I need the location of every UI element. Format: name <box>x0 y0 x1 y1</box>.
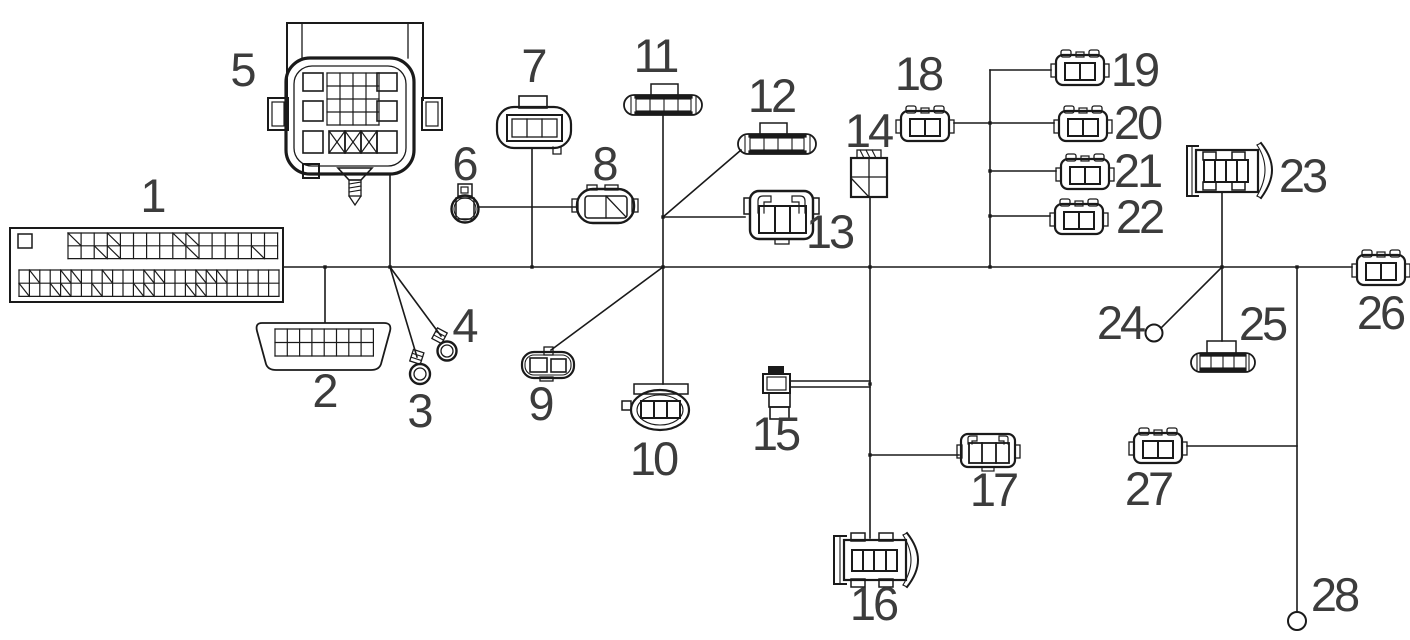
harness-wires <box>282 69 1353 613</box>
part-14-square-4-pin-connector <box>849 149 889 199</box>
part-12-flat-4-pin-connector <box>737 122 817 155</box>
part-label-5: 5 <box>230 43 255 96</box>
wire-to-3 <box>389 266 418 358</box>
part-2-16-pin-connector <box>255 322 392 371</box>
part-10-oval-3-pin-socket <box>621 383 691 432</box>
part-7-oval-3-pin-connector <box>495 95 573 155</box>
part-17-3-pin-connector <box>956 432 1021 472</box>
part-label-16: 16 <box>850 577 898 630</box>
part-label-13: 13 <box>806 205 854 258</box>
fuse-grid-top <box>67 232 279 260</box>
part-label-11: 11 <box>634 29 678 82</box>
part-9-2-pin-socket <box>520 346 576 382</box>
part-27-2-pin-connector <box>1127 426 1189 465</box>
part-label-10: 10 <box>630 432 678 485</box>
part-label-17: 17 <box>970 463 1017 516</box>
part-label-22: 22 <box>1116 190 1163 243</box>
part-18-2-pin-connector <box>894 104 956 143</box>
part-label-21: 21 <box>1114 144 1161 197</box>
part-label-9: 9 <box>528 377 552 430</box>
part-8-oval-2-pin-connector <box>571 184 639 225</box>
part-22-2-pin-connector <box>1048 197 1110 236</box>
part-label-24: 24 <box>1097 296 1145 349</box>
ecu-blanked-pins <box>328 130 378 154</box>
part-label-15: 15 <box>752 407 800 460</box>
part-label-2: 2 <box>312 364 336 417</box>
part-label-19: 19 <box>1111 43 1158 96</box>
part-3-ring-terminal <box>408 348 432 386</box>
part-19-2-pin-connector <box>1049 48 1111 87</box>
part-label-3: 3 <box>407 384 432 437</box>
part-13-3-pin-connector <box>743 189 820 245</box>
part-4-ring-terminal <box>431 327 458 362</box>
fuse-grid-bottom <box>18 269 280 298</box>
part-label-27: 27 <box>1125 462 1172 515</box>
part-label-12: 12 <box>748 69 795 122</box>
connector-2-grid <box>274 328 374 357</box>
part-6-round-connector <box>450 183 480 224</box>
wire-junction-dots <box>323 121 1299 457</box>
part-label-4: 4 <box>452 299 477 352</box>
part-25-flat-4-pin-connector <box>1190 340 1256 373</box>
part-11-flat-4-pin-connector <box>623 83 703 116</box>
part-23-4-pin-lever-connector <box>1186 141 1274 200</box>
part-28-wire-end-eyelet <box>1287 611 1307 631</box>
part-5-ecu-connector <box>267 22 443 207</box>
ecu-mounting-screw <box>336 167 374 207</box>
part-label-8: 8 <box>592 137 617 190</box>
part-label-14: 14 <box>845 104 893 157</box>
part-label-23: 23 <box>1279 149 1327 202</box>
wire-to-24 <box>1159 265 1224 330</box>
part-24-wire-end-eyelet <box>1144 323 1164 343</box>
wire-to-4 <box>388 265 443 338</box>
part-label-26: 26 <box>1357 286 1405 339</box>
part-20-2-pin-connector <box>1052 104 1114 143</box>
part-21-2-pin-connector <box>1054 152 1116 191</box>
part-1-fuse-relay-junction-block <box>9 227 284 303</box>
part-label-20: 20 <box>1114 96 1162 149</box>
part-label-1: 1 <box>140 169 164 222</box>
part-label-28: 28 <box>1311 568 1359 621</box>
part-label-25: 25 <box>1239 297 1287 350</box>
part-15-inline-component <box>762 366 791 420</box>
part-label-6: 6 <box>452 137 477 190</box>
part-16-4-pin-lever-connector <box>833 531 920 589</box>
ecu-pin-grid <box>326 72 380 126</box>
part-label-7: 7 <box>521 39 545 92</box>
wire-to-12 <box>661 148 743 219</box>
part-label-18: 18 <box>895 47 943 100</box>
part-26-2-pin-connector <box>1350 248 1410 287</box>
wire-to-9 <box>549 265 665 352</box>
